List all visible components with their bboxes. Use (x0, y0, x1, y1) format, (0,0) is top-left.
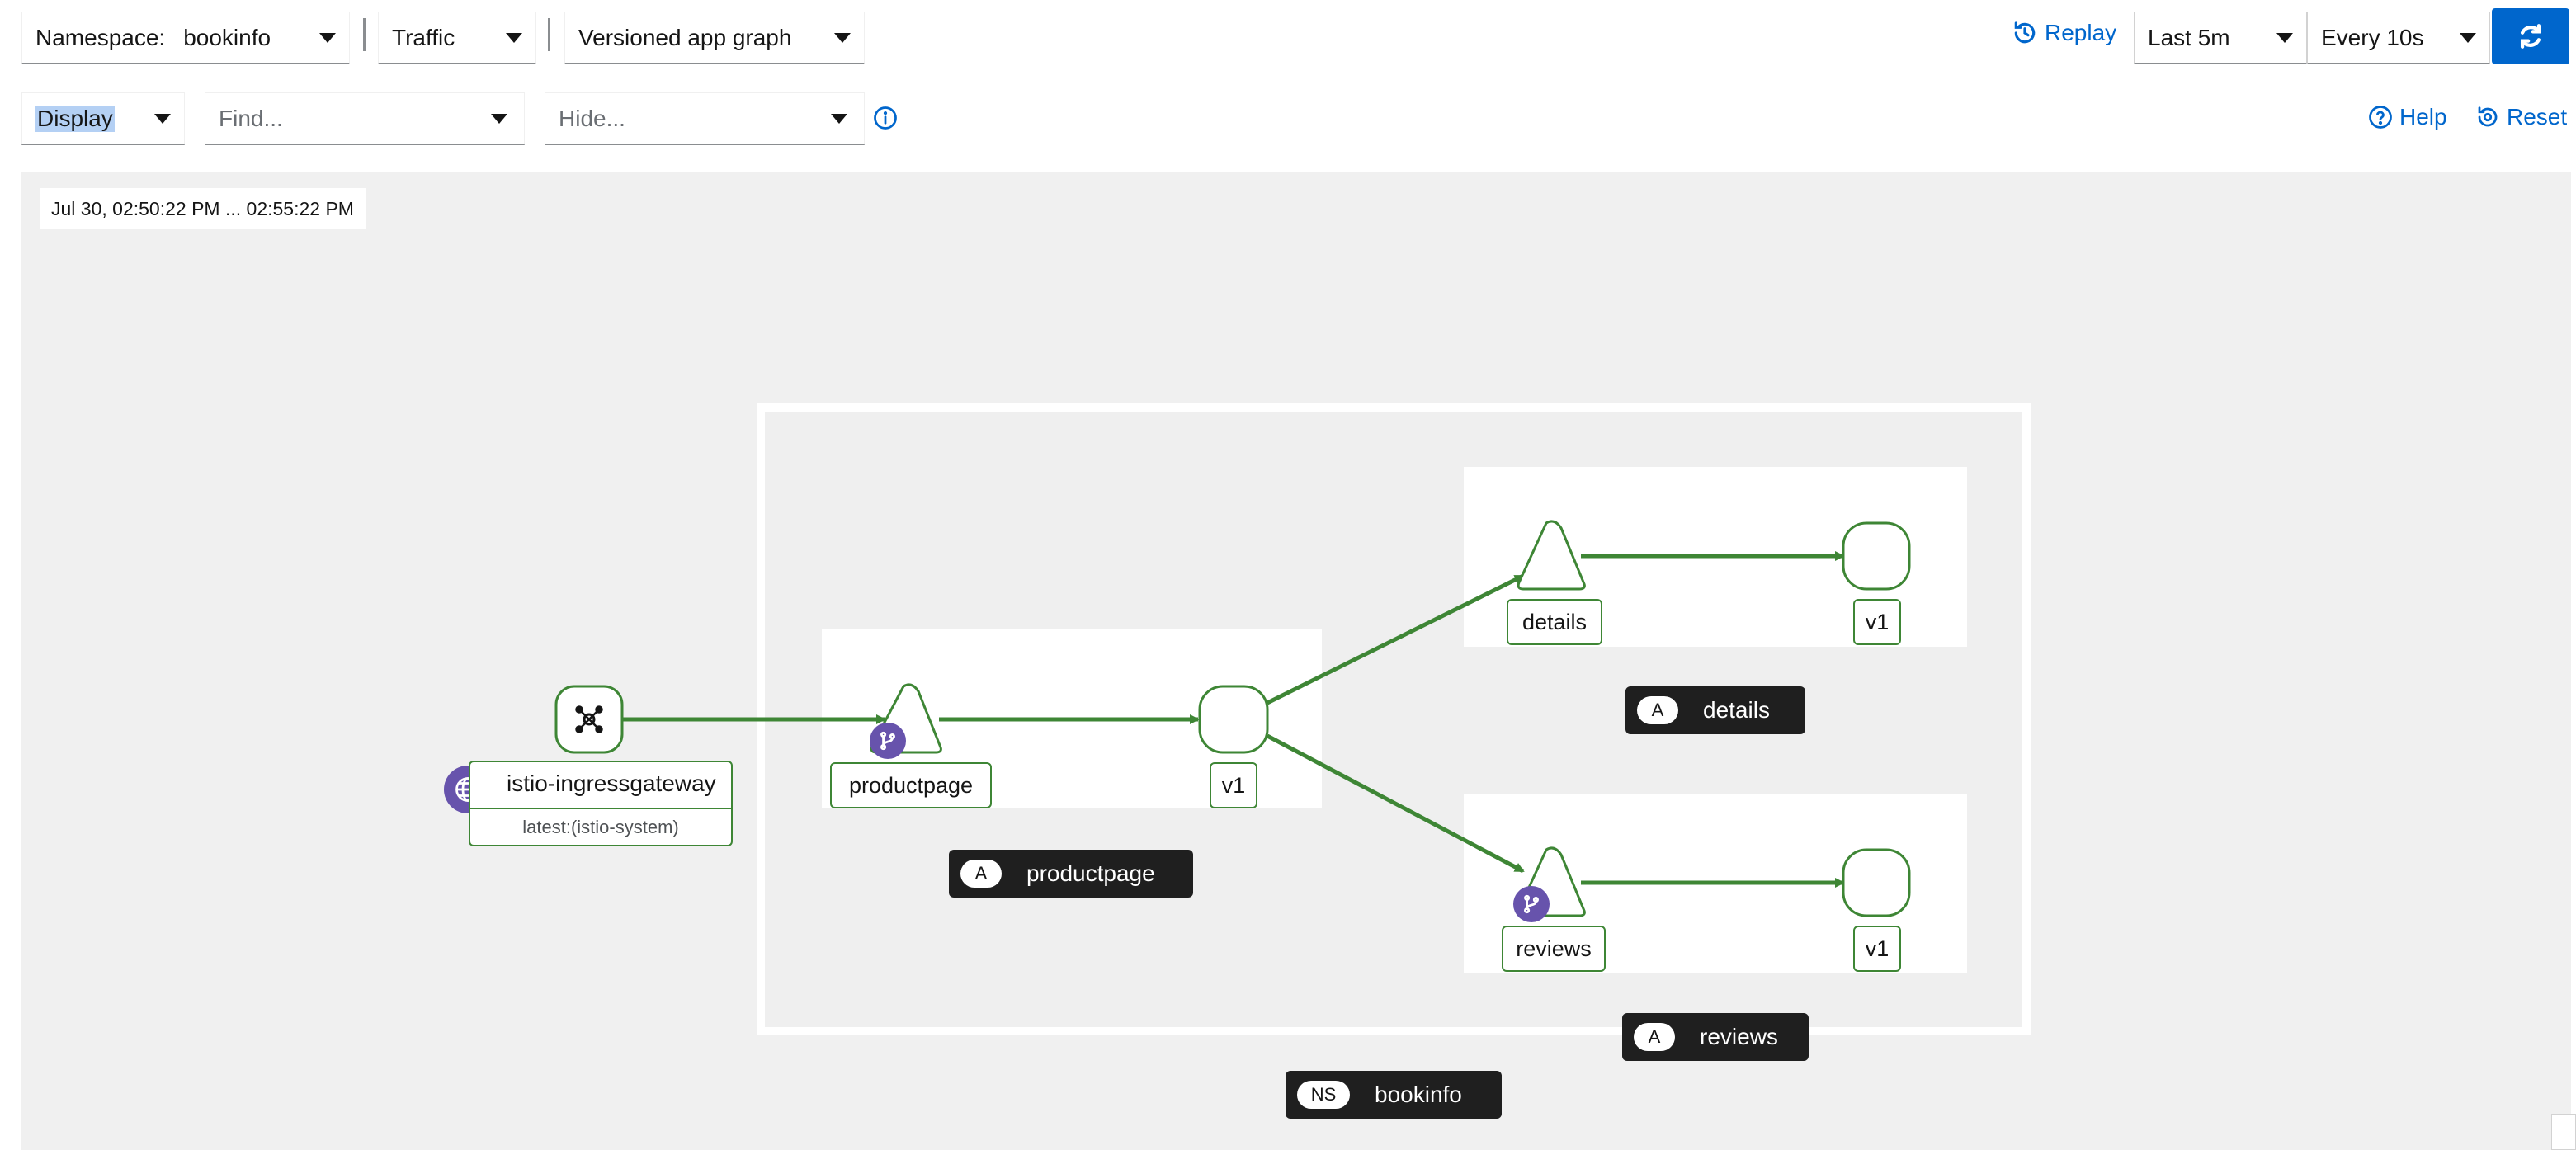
group-name: bookinfo (1375, 1082, 1462, 1107)
refresh-interval-label: Every 10s (2321, 24, 2424, 50)
virtual-service-badge-icon (1513, 886, 1550, 922)
productpage-v1-label[interactable]: v1 (1210, 762, 1257, 808)
details-app-group-label[interactable]: A details (1625, 686, 1805, 734)
history-icon (2014, 21, 2036, 44)
details-node-label[interactable]: details (1507, 599, 1602, 645)
chevron-down-icon (154, 113, 171, 124)
find-placeholder: Find... (219, 105, 283, 131)
replay-label: Replay (2045, 20, 2117, 45)
chevron-down-icon (2276, 32, 2293, 43)
chevron-down-icon (831, 114, 847, 124)
reset-button[interactable]: Reset (2475, 104, 2567, 130)
details-v1-label[interactable]: v1 (1853, 599, 1901, 645)
toolbar-divider (363, 18, 366, 51)
gateway-subtitle: latest:(istio-system) (522, 817, 679, 837)
app-badge: A (1637, 696, 1678, 724)
toolbar-divider (548, 18, 550, 51)
namespace-group-label[interactable]: NS bookinfo (1286, 1071, 1502, 1119)
duration-label: Last 5m (2148, 24, 2230, 50)
reviews-app-group-label[interactable]: A reviews (1622, 1013, 1809, 1061)
reviews-v1-node[interactable] (1842, 848, 1911, 917)
group-name: reviews (1700, 1024, 1778, 1049)
refresh-interval-dropdown[interactable]: Every 10s (2307, 12, 2490, 64)
app-badge: A (960, 860, 1002, 888)
reset-label: Reset (2507, 104, 2568, 130)
group-name: productpage (1026, 860, 1155, 886)
info-icon[interactable] (873, 106, 898, 130)
edge-v1-reviews[interactable] (1266, 733, 1525, 874)
reviews-node-label[interactable]: reviews (1502, 926, 1606, 972)
find-input[interactable]: Find... (205, 92, 525, 145)
graph-timestamp: Jul 30, 02:50:22 PM ... 02:55:22 PM (40, 188, 366, 229)
traffic-dropdown[interactable]: Traffic (378, 12, 536, 64)
group-name: details (1703, 697, 1770, 723)
graph-type-label: Versioned app graph (578, 24, 792, 50)
network-hub-icon (575, 705, 603, 733)
productpage-node-label[interactable]: productpage (830, 762, 992, 808)
namespace-label: Namespace: (35, 24, 166, 50)
chevron-down-icon (506, 32, 522, 43)
reset-icon (2478, 106, 2498, 127)
chevron-down-icon (319, 32, 336, 43)
display-dropdown[interactable]: Display (21, 92, 185, 145)
details-v1-node[interactable] (1842, 521, 1911, 591)
graph-type-dropdown[interactable]: Versioned app graph (564, 12, 865, 64)
display-label: Display (35, 105, 115, 132)
duration-dropdown[interactable]: Last 5m (2134, 12, 2307, 64)
hide-input[interactable]: Hide... (545, 92, 865, 145)
chevron-down-icon (491, 114, 507, 124)
namespace-badge: NS (1297, 1081, 1350, 1109)
namespace-value: bookinfo (183, 24, 271, 50)
help-icon (2369, 106, 2392, 129)
help-button[interactable]: Help (2368, 104, 2447, 130)
sync-icon (2520, 24, 2541, 49)
chevron-down-icon (2460, 32, 2476, 43)
details-app-node[interactable] (1517, 520, 1586, 591)
hide-dropdown-toggle[interactable] (814, 93, 864, 144)
productpage-v1-node[interactable] (1198, 685, 1269, 754)
help-label: Help (2399, 104, 2447, 130)
edge-v1-details[interactable] (1266, 573, 1525, 705)
chevron-down-icon (834, 32, 851, 43)
gateway-name: istio-ingressgateway (507, 771, 716, 796)
refresh-button[interactable] (2492, 8, 2569, 64)
gateway-label-box[interactable]: istio-ingressgateway latest:(istio-syste… (469, 761, 733, 846)
reviews-v1-label[interactable]: v1 (1853, 926, 1901, 972)
traffic-label: Traffic (392, 24, 455, 50)
productpage-app-group-label[interactable]: A productpage (949, 850, 1193, 898)
virtual-service-badge-icon (870, 723, 906, 759)
side-panel-toggle[interactable] (2551, 1114, 2576, 1150)
app-badge: A (1634, 1023, 1675, 1051)
hide-placeholder: Hide... (559, 105, 625, 131)
find-dropdown-toggle[interactable] (474, 93, 524, 144)
namespace-dropdown[interactable]: Namespace: bookinfo (21, 12, 350, 64)
replay-button[interactable]: Replay (2012, 20, 2116, 46)
